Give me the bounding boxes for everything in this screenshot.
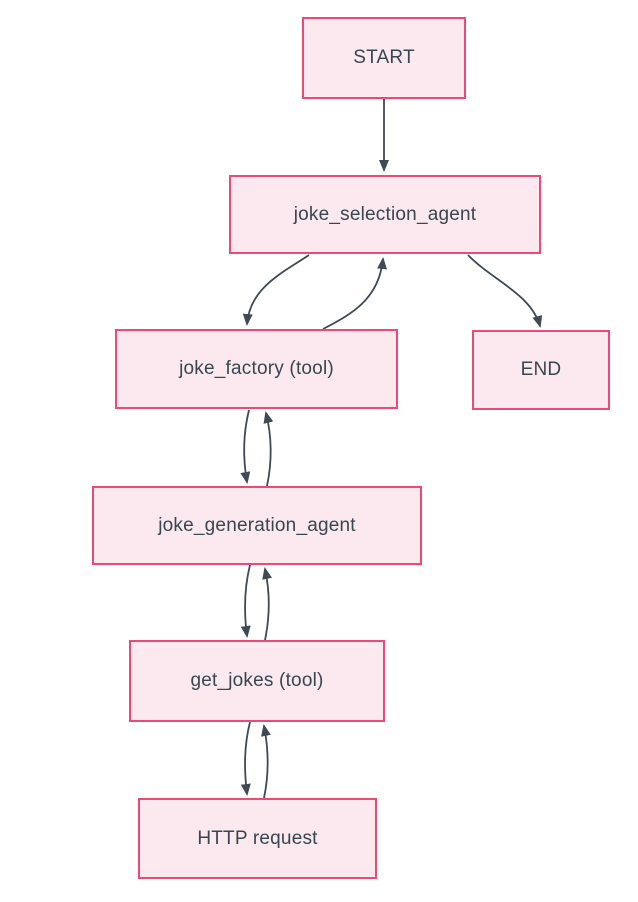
edge-get-jokes-to-joke-generation-agent (262, 567, 273, 641)
node-joke-selection-agent: joke_selection_agent (229, 175, 541, 254)
node-joke-factory-label: joke_factory (tool) (179, 358, 334, 379)
node-get-jokes-label: get_jokes (tool) (190, 670, 324, 691)
node-joke-generation-agent: joke_generation_agent (92, 486, 422, 565)
node-end: END (472, 330, 610, 410)
edge-get-jokes-to-http-request (240, 721, 251, 796)
node-start-label: START (353, 47, 415, 68)
edge-joke-generation-agent-to-joke-factory (263, 411, 274, 487)
node-joke-generation-agent-label: joke_generation_agent (158, 514, 356, 536)
edge-http-request-to-get-jokes (261, 724, 271, 799)
node-start: START (302, 17, 466, 99)
node-get-jokes: get_jokes (tool) (129, 640, 385, 722)
edge-joke-generation-agent-to-get-jokes (240, 564, 251, 638)
node-http-request-label: HTTP request (197, 827, 318, 849)
node-http-request: HTTP request (138, 798, 377, 879)
edge-joke-factory-to-joke-generation-agent (240, 409, 251, 484)
node-joke-selection-agent-label: joke_selection_agent (293, 203, 477, 225)
edge-joke-factory-to-joke-selection-agent (322, 257, 387, 330)
edge-joke-selection-agent-to-joke-factory (242, 254, 310, 326)
node-joke-factory: joke_factory (tool) (115, 329, 398, 409)
edge-joke-selection-agent-to-end (467, 254, 543, 328)
node-end-label: END (520, 359, 562, 380)
